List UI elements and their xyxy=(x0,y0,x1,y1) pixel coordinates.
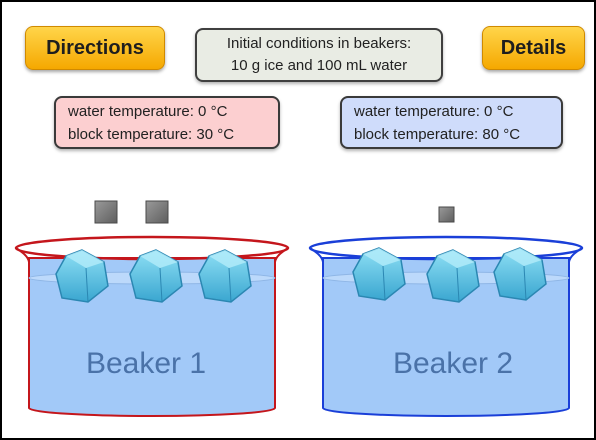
directions-button[interactable]: Directions xyxy=(25,26,165,70)
beaker-2-temperature-box: water temperature: 0 °C block temperatur… xyxy=(340,96,563,149)
ice-cube xyxy=(55,249,109,303)
initial-conditions-detail: 10 g ice and 100 mL water xyxy=(230,57,408,74)
ice-cube xyxy=(426,249,480,303)
initial-conditions-title: Initial conditions in beakers: xyxy=(226,35,412,52)
beaker-1-temperature-box: water temperature: 0 °C block temperatur… xyxy=(54,96,280,149)
water-temperature-readout: water temperature: 0 °C xyxy=(68,102,228,120)
details-button[interactable]: Details xyxy=(482,26,585,70)
metal-block[interactable] xyxy=(94,200,118,224)
initial-conditions-box: Initial conditions in beakers: 10 g ice … xyxy=(195,28,443,82)
ice-cube xyxy=(352,247,406,301)
ice-cube xyxy=(198,249,252,303)
block-temperature-readout: block temperature: 30 °C xyxy=(68,125,235,143)
ice-cube xyxy=(129,249,183,303)
water-temperature-readout: water temperature: 0 °C xyxy=(354,102,514,120)
block-temperature-readout: block temperature: 80 °C xyxy=(354,125,521,143)
beaker-2-label: Beaker 2 xyxy=(393,347,513,380)
metal-block[interactable] xyxy=(145,200,169,224)
beaker-1-label: Beaker 1 xyxy=(86,347,206,380)
ice-cube xyxy=(493,247,547,301)
metal-block[interactable] xyxy=(438,206,455,223)
